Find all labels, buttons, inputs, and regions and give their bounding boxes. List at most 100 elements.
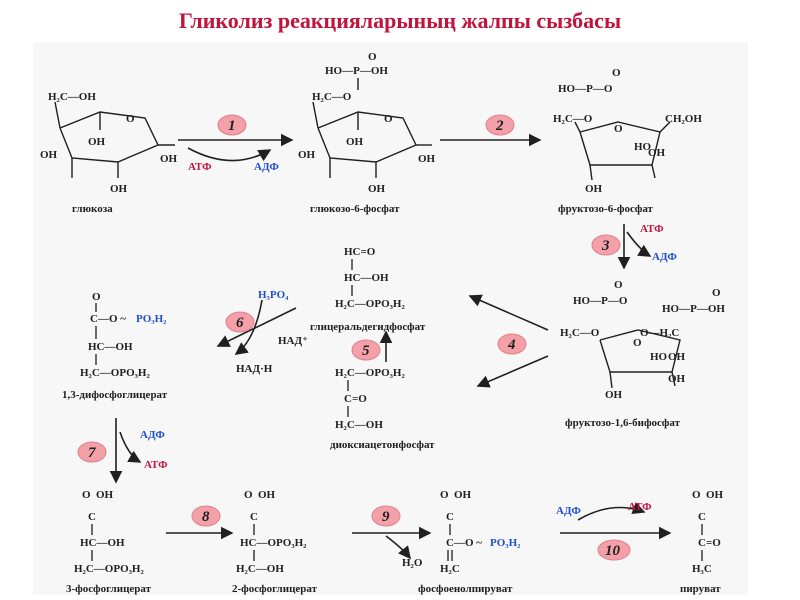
g6p-structure — [312, 78, 432, 178]
svg-text:OH: OH — [668, 373, 686, 385]
label-f6p: фруктозо-6-фосфат — [558, 203, 654, 215]
svg-text:OH: OH — [668, 351, 686, 363]
pep-structure: O OH C C—O ~ PO₃H₂ H₂C — [440, 489, 521, 575]
svg-text:H₂C—OH: H₂C—OH — [236, 563, 284, 575]
svg-text:OH: OH — [258, 489, 276, 501]
page-title: Гликолиз реакцияларының жалпы сызбасы — [178, 8, 622, 33]
label-dhap: диоксиацетонфосфат — [330, 439, 435, 451]
step-number-8: 8 — [202, 509, 210, 525]
svg-text:O: O — [384, 113, 393, 125]
arrow-step-4-gap — [468, 294, 549, 331]
svg-text:C: C — [446, 511, 454, 523]
bpg13-structure: O C—O ~ PO₃H₂ HC—OH H₂C—OPO₃H₂ — [80, 291, 167, 379]
svg-text:O: O — [244, 489, 253, 501]
svg-text:HC—OH: HC—OH — [80, 537, 125, 549]
label-pg2: 2-фосфоглицерат — [232, 583, 318, 595]
step10-atf: АТФ — [628, 501, 652, 513]
svg-text:O: O — [692, 489, 701, 501]
step-badge-3 — [591, 234, 621, 256]
step6-nadh: НАД·Н — [236, 363, 273, 375]
svg-text:O: O — [92, 291, 101, 303]
step6-h3po4: H₃PO₄ — [258, 289, 289, 301]
arrow-step-10-cofactor — [577, 502, 646, 521]
svg-text:PO₃H₂: PO₃H₂ — [490, 537, 521, 549]
svg-text:OH: OH — [368, 183, 386, 195]
step-number-3: 3 — [601, 238, 610, 254]
svg-text:H₂C—OH: H₂C—OH — [335, 419, 383, 431]
svg-text:HO: HO — [634, 141, 652, 153]
step-number-4: 4 — [507, 337, 516, 353]
label-glucose: глюкоза — [72, 203, 113, 215]
svg-text:C=O: C=O — [698, 537, 721, 549]
label-pg3: 3-фосфоглицерат — [66, 583, 152, 595]
svg-text:OH: OH — [346, 136, 364, 148]
svg-text:HO—P—OH: HO—P—OH — [325, 65, 388, 77]
svg-text:H₃C: H₃C — [692, 563, 712, 575]
svg-text:CH₂OH: CH₂OH — [665, 113, 702, 125]
svg-text:H₂C—O: H₂C—O — [553, 113, 593, 125]
svg-text:OH: OH — [605, 389, 623, 401]
svg-text:H₂C: H₂C — [440, 563, 460, 575]
step6-nad: НАД⁺ — [278, 335, 308, 347]
step9-water: H₂O — [402, 557, 423, 569]
svg-text:C: C — [250, 511, 258, 523]
pg2-structure: O OH C HC—OPO₃H₂ H₂C—OH — [236, 489, 307, 575]
svg-text:OH: OH — [298, 149, 316, 161]
label-f16bp: фруктозо-1,6-бифосфат — [565, 417, 681, 429]
svg-text:HC—OH: HC—OH — [88, 341, 133, 353]
svg-text:O: O — [440, 489, 449, 501]
step-number-5: 5 — [362, 343, 370, 359]
svg-text:C: C — [88, 511, 96, 523]
svg-text:H₂C—O: H₂C—O — [312, 91, 352, 103]
dhap-structure: H₂C—OPO₃H₂ C=O H₂C—OH — [335, 367, 405, 431]
svg-text:O: O — [712, 287, 721, 299]
svg-text:O: O — [633, 337, 642, 349]
step10-adf: АДФ — [556, 505, 581, 517]
svg-text:C: C — [698, 511, 706, 523]
svg-text:HO: HO — [650, 351, 668, 363]
svg-text:OH: OH — [88, 136, 106, 148]
svg-text:H₂C—OPO₃H₂: H₂C—OPO₃H₂ — [335, 367, 405, 379]
svg-text:HC—OH: HC—OH — [344, 272, 389, 284]
arrow-step-1-cofactor — [187, 147, 272, 162]
pyruvate-structure: O OH C C=O H₃C — [692, 489, 724, 575]
label-pyruvate: пируват — [680, 583, 721, 595]
step-badge-2 — [485, 114, 515, 136]
pg3-structure: O OH C HC—OH H₂C—OPO₃H₂ — [74, 489, 144, 575]
svg-text:H₂C—OPO₃H₂: H₂C—OPO₃H₂ — [80, 367, 150, 379]
label-bpg13: 1,3-дифосфоглицерат — [62, 389, 168, 401]
label-pep: фосфоенолпируват — [418, 583, 513, 595]
svg-text:HC=O: HC=O — [344, 246, 376, 258]
svg-text:H₂C—OPO₃H₂: H₂C—OPO₃H₂ — [74, 563, 144, 575]
svg-text:C=O: C=O — [344, 393, 367, 405]
svg-text:H₂C—OH: H₂C—OH — [48, 91, 96, 103]
svg-text:O: O — [614, 123, 623, 135]
step-number-9: 9 — [382, 509, 390, 525]
step-badge-10 — [597, 539, 631, 561]
svg-text:OH: OH — [585, 183, 603, 195]
svg-text:PO₃H₂: PO₃H₂ — [136, 313, 167, 325]
step-badge-8 — [191, 505, 221, 527]
svg-text:OH: OH — [706, 489, 724, 501]
arrow-step-7-cofactor — [119, 431, 142, 463]
svg-text:OH: OH — [96, 489, 114, 501]
glucose-structure — [54, 101, 175, 178]
label-g6p: глюкозо-6-фосфат — [310, 203, 400, 215]
step-number-10: 10 — [605, 543, 621, 559]
step7-atf: АТФ — [144, 459, 168, 471]
arrow-step-3-cofactor — [626, 231, 652, 257]
svg-text:O: O — [126, 113, 135, 125]
svg-text:O: O — [614, 279, 623, 291]
svg-text:HO—P—O: HO—P—O — [558, 83, 613, 95]
arrow-step-6 — [216, 307, 297, 347]
step-badge-5 — [351, 339, 381, 361]
svg-text:O—H₂C: O—H₂C — [640, 327, 679, 339]
step-badge-7 — [77, 441, 107, 463]
step-badge-4 — [497, 333, 527, 355]
f6p-structure — [574, 121, 671, 181]
step3-atf: АТФ — [640, 223, 664, 235]
arrow-step-6-cofactor — [234, 299, 263, 355]
step-number-7: 7 — [88, 445, 96, 461]
svg-text:OH: OH — [160, 153, 178, 165]
step-badges: 1 2 3 4 5 6 7 8 9 10 — [77, 114, 631, 561]
